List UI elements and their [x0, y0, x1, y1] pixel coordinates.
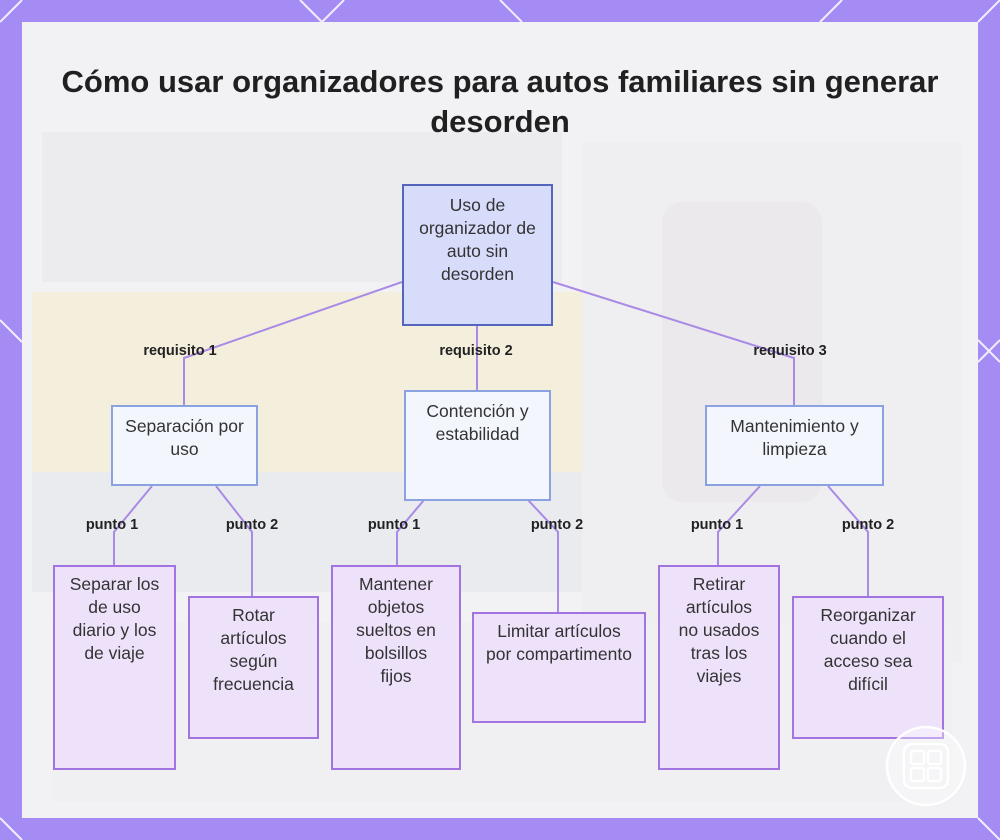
requirement-node-label: Separación por uso [125, 416, 244, 459]
root-node-label: Uso de organizador de auto sin desorden [419, 195, 536, 284]
requirement-node-mantenimiento: Mantenimiento y limpieza [705, 405, 884, 486]
edge-req1-p2 [215, 485, 253, 596]
edge-label-requisito-3: requisito 3 [753, 343, 827, 359]
leaf-node-label: Limitar artículos por compartimento [486, 621, 632, 664]
leaf-node-limitar-articulos: Limitar artículos por compartimento [472, 612, 646, 723]
requirement-node-label: Contención y estabilidad [426, 401, 529, 444]
leaf-node-label: Rotar artículos según frecuencia [213, 605, 294, 694]
leaf-node-rotar-articulos: Rotar artículos según frecuencia [188, 596, 319, 739]
edge-root-req3 [552, 281, 795, 405]
requirement-node-separacion: Separación por uso [111, 405, 258, 486]
edge-label-punto-2: punto 2 [841, 517, 895, 533]
edge-req2-p1 [396, 499, 425, 565]
leaf-node-label: Reorganizar cuando el acceso sea difícil [820, 605, 916, 694]
edge-req1-p1 [113, 485, 153, 565]
leaf-node-label: Retirar artículos no usados tras los via… [678, 574, 760, 686]
leaf-node-separar-uso: Separar los de uso diario y los de viaje [53, 565, 176, 770]
leaf-node-mantener-objetos: Mantener objetos sueltos en bolsillos fi… [331, 565, 461, 770]
edge-req3-p2 [827, 485, 869, 596]
edge-root-req1 [183, 281, 403, 405]
grid-logo-icon [885, 725, 967, 807]
edge-label-punto-1: punto 1 [690, 517, 744, 533]
edge-label-requisito-1: requisito 1 [143, 343, 217, 359]
edge-label-punto-2: punto 2 [530, 517, 584, 533]
requirement-node-contencion: Contención y estabilidad [404, 390, 551, 501]
leaf-node-reorganizar: Reorganizar cuando el acceso sea difícil [792, 596, 944, 739]
leaf-node-label: Mantener objetos sueltos en bolsillos fi… [356, 574, 436, 686]
root-node: Uso de organizador de auto sin desorden [402, 184, 553, 326]
edge-req2-p2 [527, 499, 559, 612]
leaf-node-label: Separar los de uso diario y los de viaje [69, 574, 160, 663]
edge-label-punto-1: punto 1 [367, 517, 421, 533]
edge-label-punto-2: punto 2 [225, 517, 279, 533]
edge-label-requisito-2: requisito 2 [439, 343, 513, 359]
page-title: Cómo usar organizadores para autos famil… [61, 64, 939, 139]
edge-req3-p1 [717, 485, 761, 565]
edge-label-punto-1: punto 1 [85, 517, 139, 533]
leaf-node-retirar-articulos: Retirar artículos no usados tras los via… [658, 565, 780, 770]
requirement-node-label: Mantenimiento y limpieza [730, 416, 859, 459]
